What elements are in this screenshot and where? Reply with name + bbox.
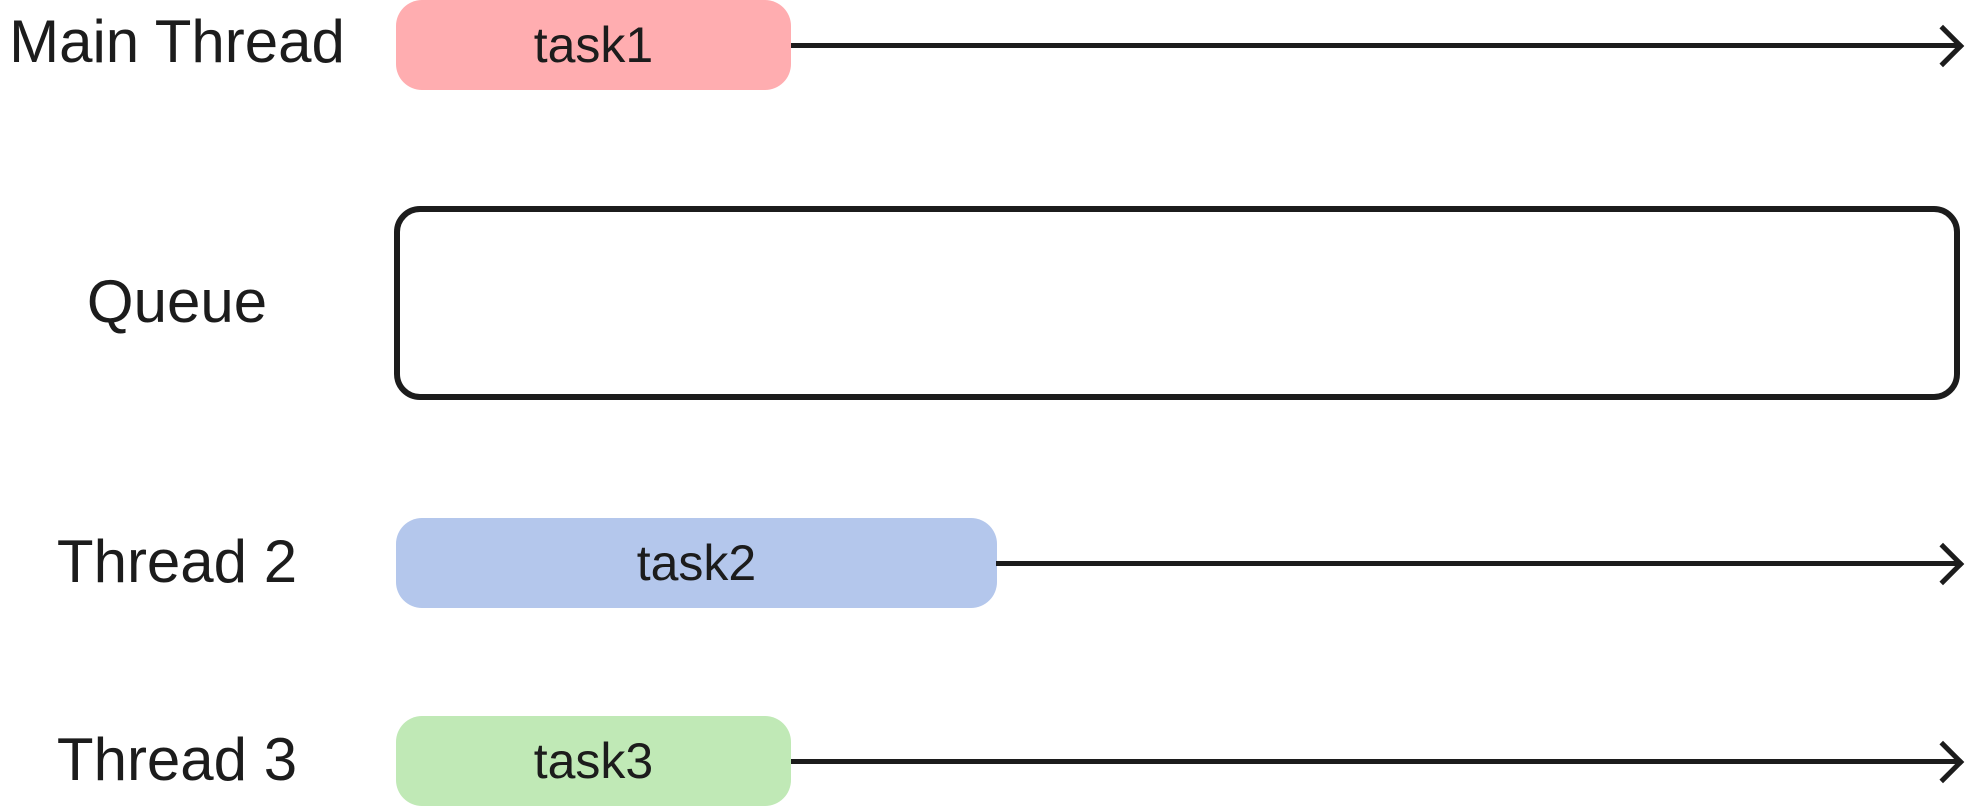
thread-3-arrow-head [1921,740,1965,784]
task2-block: task2 [396,518,997,608]
main-thread-timeline [791,43,1959,48]
thread-3-label: Thread 3 [56,726,298,793]
queue-label: Queue [86,268,268,335]
main-thread-label: Main Thread [9,8,345,75]
thread-3-timeline [791,759,1959,764]
thread-2-label: Thread 2 [56,528,298,595]
task3-block: task3 [396,716,791,806]
thread-2-arrow-head [1921,542,1965,586]
task1-block: task1 [396,0,791,90]
main-thread-arrow-head [1921,24,1965,68]
queue-box [394,206,1960,400]
thread-2-timeline [996,561,1959,566]
